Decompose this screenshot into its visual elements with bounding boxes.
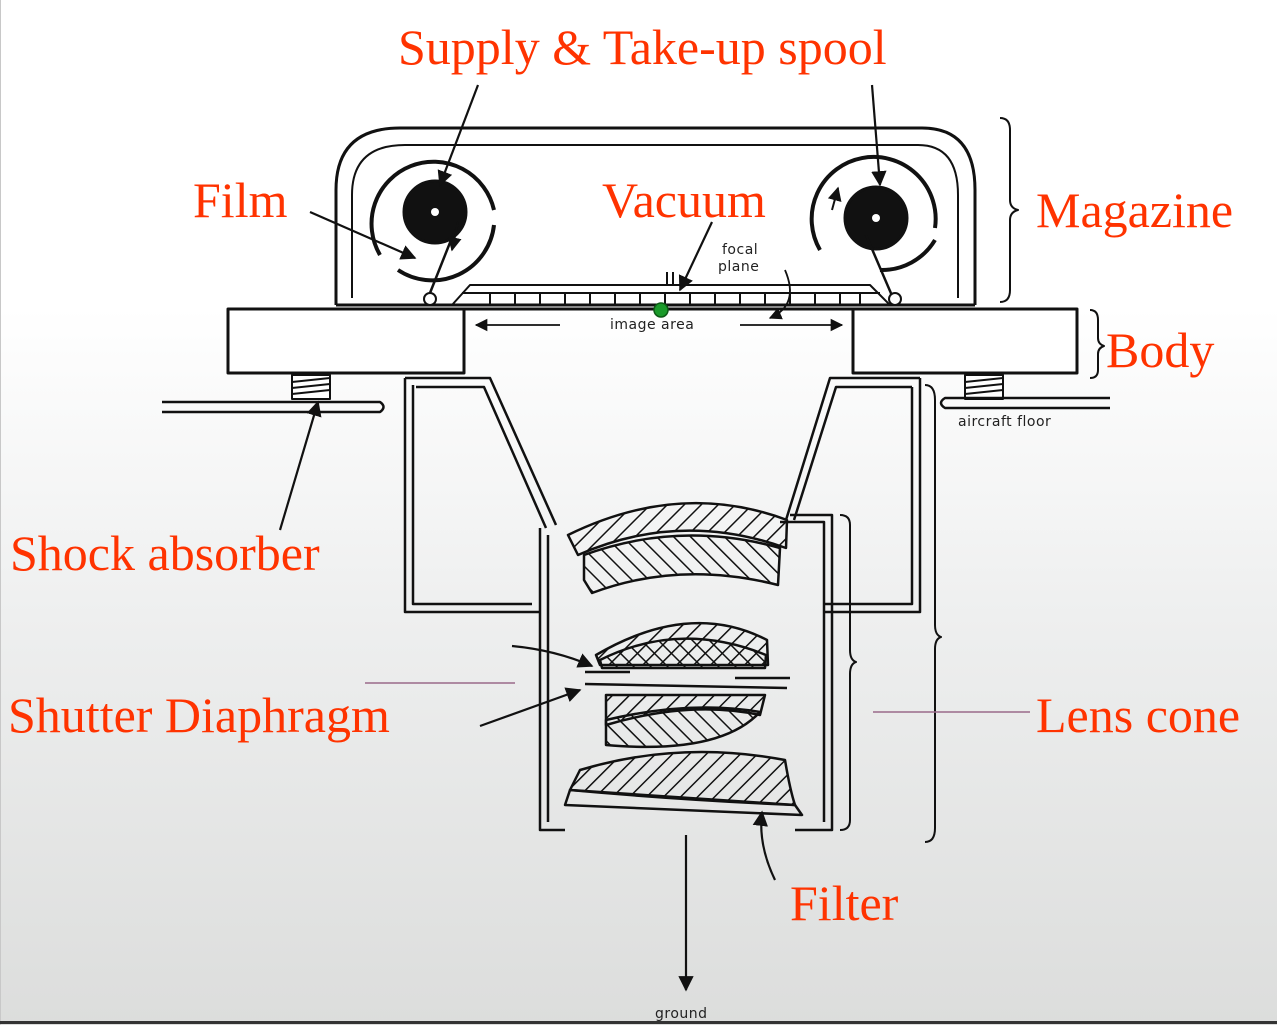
annotation-aircraft-floor: aircraft floor: [958, 414, 1052, 430]
label-vacuum: Vacuum: [602, 172, 766, 228]
label-lens-cone: Lens cone: [1036, 687, 1241, 743]
shock-absorber-left: [291, 374, 331, 400]
vacuum-cells: [489, 293, 861, 305]
annotation-plane: plane: [718, 259, 760, 275]
label-spools: Supply & Take-up spool: [398, 19, 887, 75]
supply-spool: [369, 159, 496, 306]
left-edge: [0, 0, 1, 1025]
label-film: Film: [193, 172, 288, 228]
takeup-spool: [809, 154, 938, 306]
shutter-plates: [584, 670, 790, 690]
magazine-bracket: [999, 117, 1019, 303]
lens-elements: [563, 501, 804, 817]
pointer-lines: [365, 682, 1030, 713]
lens-cone-housing: [403, 376, 922, 832]
leader-arrows: [278, 84, 887, 992]
center-marker: [653, 302, 669, 318]
annotation-ground: ground: [655, 1006, 708, 1022]
label-shock-absorber: Shock absorber: [10, 525, 320, 581]
lens-cone-bracket-outer: [924, 384, 942, 843]
annotation-focal: focal: [722, 242, 759, 258]
label-shutter-diaphragm: Shutter Diaphragm: [8, 687, 390, 743]
label-filter: Filter: [790, 875, 899, 931]
shock-absorber-right: [964, 374, 1004, 400]
label-body: Body: [1106, 322, 1215, 378]
lens-cone-bracket-inner: [839, 514, 857, 831]
label-magazine: Magazine: [1036, 182, 1234, 238]
camera-body: [226, 307, 1079, 375]
bottom-rule: [0, 1021, 1277, 1024]
magazine-housing: [334, 126, 977, 305]
aircraft-floor: [162, 396, 1110, 414]
body-bracket: [1089, 309, 1105, 379]
annotation-image-area: image area: [610, 317, 695, 333]
vacuum-platen: [451, 272, 891, 306]
